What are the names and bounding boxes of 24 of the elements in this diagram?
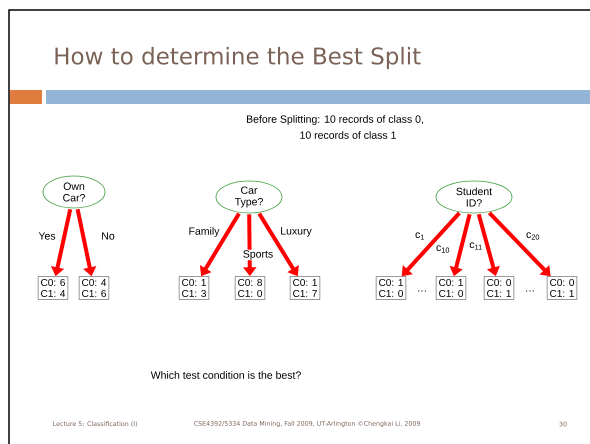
count-box: C0: 8 C1: 0 xyxy=(234,276,266,300)
slide-title: How to determine the Best Split xyxy=(55,46,421,70)
ellipsis: … xyxy=(418,290,426,292)
edge-label: c$_{10}$ xyxy=(436,244,450,254)
edge-label: c$_{1}$ xyxy=(414,232,426,240)
edge-label: Sports xyxy=(242,250,274,260)
edge-label: c$_{20}$ xyxy=(526,232,540,240)
note-text: Before Splitting: 10 records of class 0, xyxy=(246,115,423,125)
note-text: 10 records of class 1 xyxy=(300,131,396,139)
edge-label: Luxury xyxy=(280,226,312,238)
edge-label: Yes xyxy=(38,232,56,240)
count-box: C0: 0 C1: 1 xyxy=(546,276,578,300)
count-box: C0: 1 C1: 7 xyxy=(290,276,320,300)
edge-label: No xyxy=(100,232,116,240)
question-text: Which test condition is the best? xyxy=(150,371,301,379)
count-box: C0: 1 C1: 3 xyxy=(178,276,210,300)
count-box: C0: 1 C1: 0 xyxy=(436,276,466,300)
count-box: C0: 1 C1: 0 xyxy=(376,276,406,300)
count-box: C0: 0 C1: 1 xyxy=(484,276,514,300)
count-box: C0: 6 C1: 4 xyxy=(38,276,68,300)
ellipsis: … xyxy=(526,290,534,292)
edge-label: c$_{11}$ xyxy=(468,242,484,250)
count-box: C0: 4 C1: 6 xyxy=(78,276,110,300)
edge-label: Family xyxy=(188,226,220,238)
